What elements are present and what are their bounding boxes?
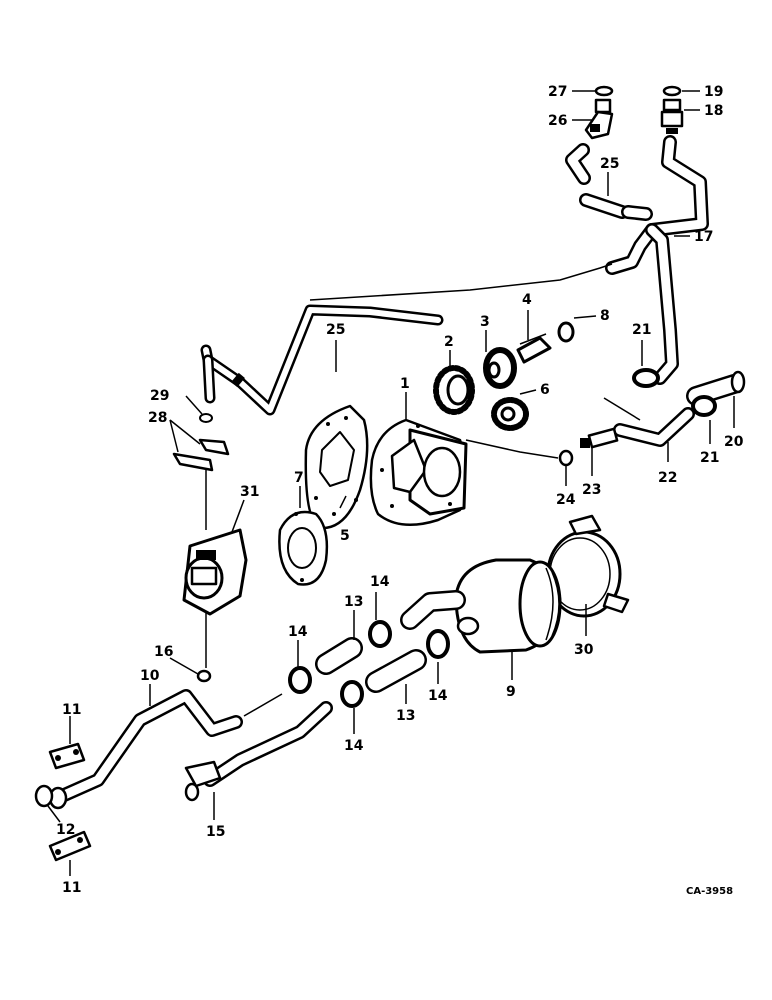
filter-9 (454, 558, 562, 654)
housing-plate-1 (369, 418, 468, 526)
callout-11-bottom: 11 (62, 880, 81, 896)
callout-14-c: 14 (428, 688, 448, 704)
callout-4: 4 (522, 292, 532, 308)
drawing-code: CA-3958 (686, 886, 733, 897)
gasket-12 (34, 784, 54, 808)
callout-22: 22 (658, 470, 677, 486)
clamp-14-b (288, 666, 312, 694)
callout-14-d: 14 (344, 738, 364, 754)
hose-13-upper (315, 637, 363, 675)
callout-12: 12 (56, 822, 75, 838)
fitting-18 (660, 98, 684, 134)
oring-16 (196, 669, 212, 683)
callout-14-b: 14 (288, 624, 308, 640)
clamp-14-d (340, 680, 364, 708)
gasket-5 (304, 404, 369, 530)
callout-7: 7 (294, 470, 304, 486)
callout-23: 23 (582, 482, 601, 498)
callout-13-a: 13 (344, 594, 363, 610)
callout-21-lower: 21 (700, 450, 719, 466)
callout-9: 9 (506, 684, 516, 700)
callout-27: 27 (548, 84, 567, 100)
callout-13-b: 13 (396, 708, 415, 724)
callout-11-top: 11 (62, 702, 81, 718)
callout-6: 6 (540, 382, 550, 398)
callout-31: 31 (240, 484, 259, 500)
callout-24: 24 (556, 492, 576, 508)
callout-20: 20 (724, 434, 744, 450)
bracket-11-upper (48, 742, 86, 770)
callout-labels: 27 26 19 18 25 17 25 2 3 4 8 1 6 21 21 2… (56, 84, 744, 897)
right-hose-assembly (465, 368, 746, 467)
callout-30: 30 (574, 642, 594, 658)
hose-13-lower (365, 649, 427, 693)
callout-8: 8 (600, 308, 610, 324)
callout-1: 1 (400, 376, 410, 392)
callout-10: 10 (140, 668, 160, 684)
leader-lines (47, 90, 735, 876)
callout-26: 26 (548, 113, 567, 129)
callout-16: 16 (154, 644, 173, 660)
clamp-14-a (368, 620, 392, 648)
shaft-4 (516, 333, 552, 364)
callout-15: 15 (206, 824, 225, 840)
callout-28: 28 (148, 410, 167, 426)
oring-24 (558, 449, 574, 467)
callout-5: 5 (340, 528, 350, 544)
callout-25-top: 25 (600, 156, 619, 172)
snap-ring-8 (557, 321, 575, 343)
gear-6 (491, 397, 529, 431)
clips-28 (172, 438, 230, 472)
callout-21-upper: 21 (632, 322, 651, 338)
clamp-14-c (426, 629, 450, 659)
callout-29: 29 (150, 388, 169, 404)
callout-18: 18 (704, 103, 723, 119)
gasket-7 (278, 510, 329, 586)
clamp-band-30 (546, 514, 630, 618)
valve-31 (182, 528, 248, 616)
bracket-11-lower (48, 830, 92, 862)
callout-17: 17 (694, 229, 713, 245)
upper-fittings (565, 85, 709, 385)
seal-2 (433, 365, 475, 415)
callout-25-mid: 25 (326, 322, 345, 338)
tube-25 (200, 263, 613, 416)
callout-3: 3 (480, 314, 490, 330)
pipe-15 (184, 701, 333, 802)
pipe-10 (48, 689, 283, 810)
clamp-21-upper (632, 368, 660, 388)
bearing-3 (483, 347, 517, 389)
oring-27 (594, 85, 614, 97)
callout-14-a: 14 (370, 574, 390, 590)
elbow-fitting-26 (584, 98, 614, 140)
clamp-21-lower (691, 395, 717, 417)
oring-19 (662, 85, 682, 97)
callout-2: 2 (444, 334, 454, 350)
callout-19: 19 (704, 84, 723, 100)
oring-29 (199, 413, 213, 423)
